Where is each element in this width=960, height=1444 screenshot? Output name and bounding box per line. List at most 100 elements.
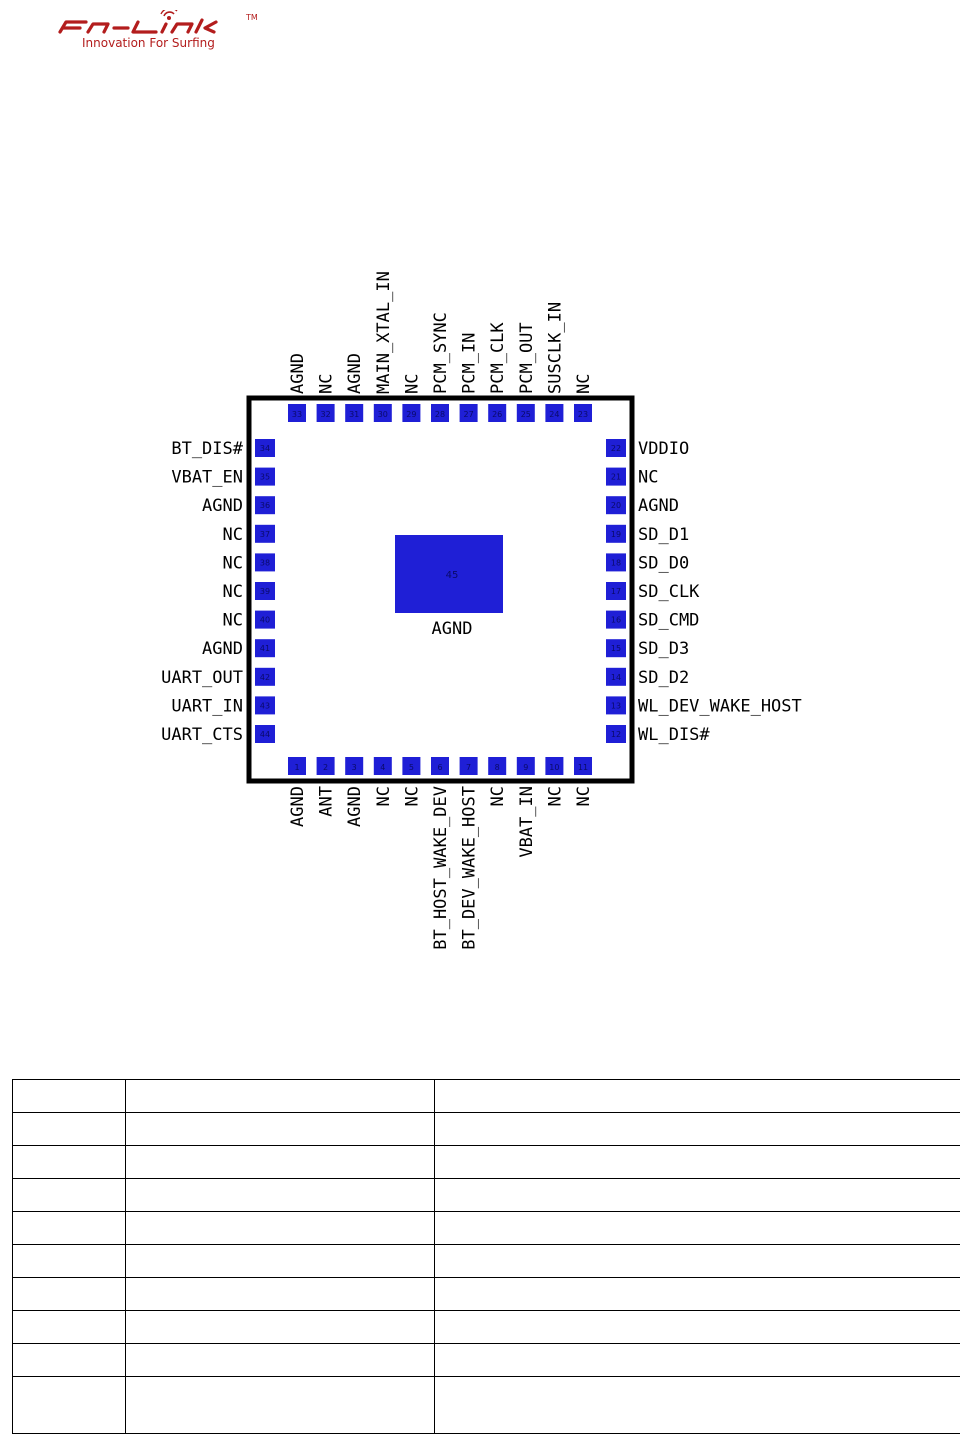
pin-number-top: 30: [378, 410, 388, 419]
pin-number-left: 39: [260, 587, 270, 596]
pad-right-18: [606, 553, 626, 572]
pin-number-left: 38: [260, 558, 270, 567]
pin-number-bottom: 7: [466, 763, 471, 772]
pin-label-bottom: NC: [574, 786, 594, 806]
table-cell: [434, 1343, 960, 1377]
pad-top-23: [574, 404, 592, 422]
pad-right-22: [606, 439, 626, 457]
table-cell: [125, 1112, 435, 1146]
pad-bottom-4: [373, 757, 392, 775]
pin-number-left: 34: [260, 444, 270, 453]
table-row: [12, 1376, 960, 1434]
table-cell: [125, 1376, 435, 1434]
pin-number-bottom: 5: [409, 763, 414, 772]
pin-label-right: WL_DEV_WAKE_HOST: [638, 696, 802, 716]
pin-number-right: 13: [611, 701, 621, 710]
pad-bottom-1: [288, 757, 306, 775]
pad-right-14: [606, 667, 626, 686]
table-cell: [434, 1310, 960, 1344]
pad-bottom-8: [488, 757, 507, 775]
pin-number-top: 28: [435, 410, 445, 419]
table-row: [12, 1112, 960, 1146]
pad-right-13: [606, 696, 626, 715]
module-body: [246, 395, 635, 784]
pad-left-38: [255, 553, 275, 572]
pin-label-left: AGND: [202, 639, 243, 659]
table-cell: [12, 1343, 126, 1377]
table-row: [12, 1310, 960, 1344]
pad-right-21: [606, 467, 626, 486]
table-cell: [125, 1211, 435, 1245]
pin-number-right: 21: [611, 473, 621, 482]
pad-top-29: [402, 404, 421, 422]
pad-bottom-9: [516, 757, 535, 775]
pad-top-24: [545, 404, 564, 422]
pad-right-20: [606, 496, 626, 515]
table-cell: [12, 1079, 126, 1113]
table-cell: [12, 1244, 126, 1278]
pin-label-left: BT_DIS#: [171, 439, 243, 459]
table-cell: [125, 1145, 435, 1179]
pin-label-top: AGND: [345, 353, 365, 394]
pin-label-left: UART_IN: [171, 696, 243, 716]
table-cell: [125, 1310, 435, 1344]
center-pad-label: AGND: [432, 619, 473, 639]
pin-label-top: AGND: [288, 353, 308, 394]
table-cell: [12, 1112, 126, 1146]
table-cell: [434, 1244, 960, 1278]
fn-link-logo-mark: TM: [58, 10, 258, 34]
pin-number-left: 41: [260, 644, 270, 653]
table-row: [12, 1079, 960, 1113]
pin-number-right: 15: [611, 644, 621, 653]
fn-link-logo: TM Innovation For Surfing: [56, 10, 266, 54]
table-cell: [125, 1244, 435, 1278]
pad-top-26: [488, 404, 507, 422]
pad-bottom-10: [545, 757, 564, 775]
table-cell: [434, 1145, 960, 1179]
table-cell: [125, 1343, 435, 1377]
pin-number-left: 42: [260, 673, 270, 682]
table-row: [12, 1244, 960, 1278]
table-cell: [434, 1112, 960, 1146]
pin-number-bottom: 10: [549, 763, 559, 772]
pin-number-top: 26: [492, 410, 502, 419]
pin-label-top: NC: [317, 374, 337, 394]
pin-number-top: 32: [321, 410, 331, 419]
pad-bottom-5: [402, 757, 421, 775]
pin-label-bottom: NC: [488, 786, 508, 806]
pad-left-42: [255, 667, 275, 686]
pad-left-43: [255, 696, 275, 715]
table-cell: [12, 1178, 126, 1212]
pin-label-bottom: BT_HOST_WAKE_DEV: [431, 786, 451, 950]
pin-number-right: 12: [611, 730, 621, 739]
table-cell: [12, 1211, 126, 1245]
pin-label-top: PCM_IN: [460, 333, 480, 394]
pin-label-right: SD_CLK: [638, 582, 700, 602]
pin-number-left: 44: [260, 730, 270, 739]
pin-number-bottom: 3: [352, 763, 357, 772]
pad-bottom-7: [459, 757, 478, 775]
pad-bottom-11: [574, 757, 592, 775]
pin-label-bottom: AGND: [345, 786, 365, 827]
signal-dot: [167, 16, 171, 20]
pad-top-25: [516, 404, 535, 422]
pin-label-left: NC: [223, 582, 243, 602]
pin-number-bottom: 6: [437, 763, 442, 772]
pad-top-31: [345, 404, 364, 422]
pin-number-top: 31: [349, 410, 359, 419]
table-cell: [12, 1310, 126, 1344]
pin-label-top: PCM_CLK: [488, 322, 508, 394]
table-cell: [434, 1376, 960, 1434]
pin-label-bottom: NC: [374, 786, 394, 806]
table-cell: [125, 1079, 435, 1113]
pin-label-left: NC: [223, 611, 243, 631]
table-row: [12, 1178, 960, 1212]
trademark-mark: TM: [245, 13, 258, 22]
table-row: [12, 1343, 960, 1377]
pin-number-right: 18: [611, 558, 621, 567]
pad-left-40: [255, 610, 275, 629]
table-cell: [434, 1211, 960, 1245]
pin-label-right: SD_D2: [638, 668, 689, 688]
pin-number-right: 22: [611, 444, 621, 453]
pin-label-bottom: NC: [402, 786, 422, 806]
